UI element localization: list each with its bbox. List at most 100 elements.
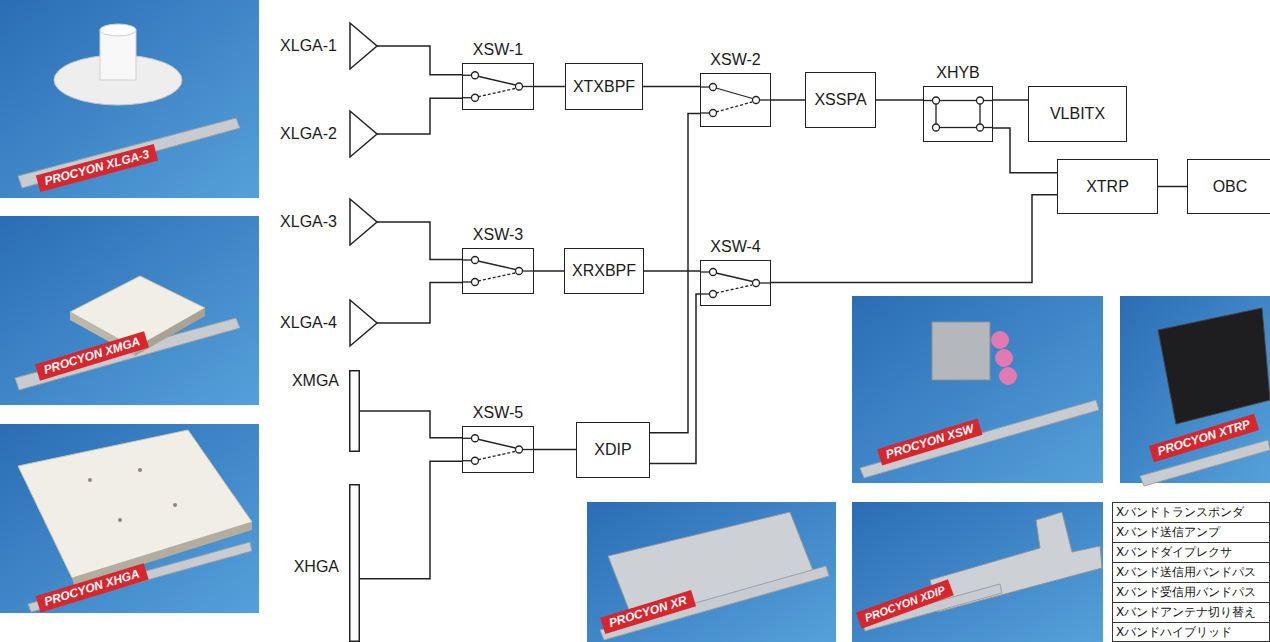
process-box: XSSPA	[805, 72, 876, 128]
symbol-line	[760, 282, 771, 283]
node-label: XSW-1	[463, 41, 533, 59]
antenna-bar	[349, 484, 360, 642]
port-circle	[977, 124, 984, 131]
symbol-line	[701, 112, 710, 113]
switch-symbol	[701, 74, 770, 126]
connector-cap	[995, 349, 1013, 367]
mount-hole	[118, 518, 122, 522]
connector	[377, 222, 462, 260]
symbol-line	[701, 86, 710, 87]
photo-tag: PROCYON XLGA-3	[36, 144, 158, 192]
connector	[534, 449, 576, 451]
photo-tag: PROCYON XSW	[877, 418, 983, 465]
symbol-line	[984, 100, 993, 101]
port-circle	[472, 257, 479, 264]
symbol-line	[716, 102, 752, 112]
symbol-line	[463, 438, 472, 439]
symbol-line	[523, 449, 534, 450]
table-cell: Xバンドアンテナ切り替え	[1112, 602, 1270, 623]
table-cell: Xバンド送信用バンドパス	[1112, 562, 1270, 583]
mount-hole	[138, 468, 142, 472]
ruler	[860, 400, 1099, 478]
port-circle	[472, 72, 479, 79]
port-circle	[472, 279, 479, 286]
node-label: XTXBPF	[573, 78, 635, 96]
node-label: XHGA	[294, 558, 339, 576]
antenna-top	[100, 24, 136, 36]
antenna-triangle	[350, 199, 377, 245]
port-circle	[472, 94, 479, 101]
symbol-line	[463, 281, 472, 282]
switch-box: XSW-4	[700, 260, 771, 306]
connector	[377, 283, 462, 324]
table-cell: Xバンドハイブリッド	[1112, 622, 1270, 642]
antenna-triangle	[349, 22, 377, 70]
connector	[360, 461, 462, 579]
node-label: XHYB	[924, 64, 992, 82]
table-cell: Xバンドダイプレクサ	[1112, 542, 1270, 563]
connector	[377, 98, 462, 134]
antenna-triangle	[350, 111, 377, 157]
node-label: XLGA-3	[280, 213, 337, 231]
connector-cap	[991, 331, 1009, 349]
switch-symbol	[463, 427, 533, 472]
transponder-body	[1158, 308, 1270, 424]
port-circle	[710, 290, 717, 297]
symbol-line	[463, 75, 472, 76]
symbol-line	[716, 273, 753, 282]
antenna-triangle	[350, 300, 377, 346]
process-box: OBC	[1187, 159, 1270, 214]
antenna-triangle	[349, 110, 377, 158]
port-circle	[710, 268, 717, 275]
symbol-line	[701, 293, 710, 294]
node-label: XMGA	[292, 372, 339, 390]
connector	[643, 86, 700, 88]
symbol-line	[716, 88, 753, 99]
port-circle	[710, 84, 717, 91]
photo-background	[0, 216, 259, 405]
antenna-triangle	[349, 198, 377, 246]
mount-hole	[88, 478, 92, 482]
antenna-bar	[350, 371, 360, 452]
connector	[876, 99, 923, 101]
ruler	[600, 566, 829, 640]
switch-symbol	[463, 249, 533, 293]
connector	[534, 270, 564, 272]
symbol-line	[478, 439, 516, 448]
antenna-triangle	[349, 299, 377, 347]
node-label: XSW-5	[463, 404, 533, 422]
node-label: XSW-4	[701, 238, 770, 256]
ruler	[28, 542, 252, 612]
photo-background	[852, 296, 1103, 483]
antenna-symbol: XLGA-1	[262, 22, 377, 70]
node-label: XRXBPF	[572, 262, 636, 280]
process-box: XDIP	[576, 422, 650, 478]
symbol-line	[478, 76, 516, 85]
connector	[1158, 186, 1187, 188]
port-circle	[933, 124, 940, 131]
connector	[534, 86, 565, 88]
process-box: XRXBPF	[564, 248, 644, 294]
antenna-symbol: XLGA-2	[262, 110, 377, 158]
port-circle	[933, 97, 940, 104]
port-circle	[472, 457, 479, 464]
node-label: VLBITX	[1050, 105, 1105, 123]
photo-background	[587, 502, 836, 642]
symbol-line	[701, 271, 710, 272]
node-label: XSSPA	[814, 91, 866, 109]
table-cell: Xバンド送信アンプ	[1112, 522, 1270, 543]
photo-tag: PROCYON XHGA	[36, 563, 149, 612]
connector	[771, 99, 805, 101]
connector	[650, 294, 700, 464]
photo-background	[852, 502, 1103, 642]
switch-symbol	[463, 64, 533, 109]
process-box: VLBITX	[1028, 86, 1127, 142]
table-cell: Xバンドトランスポンダ	[1112, 502, 1270, 523]
node-label: XDIP	[594, 441, 631, 459]
process-box: XTXBPF	[565, 63, 643, 110]
symbol-line	[463, 460, 472, 461]
port-circle	[753, 279, 760, 286]
node-label: XLGA-4	[280, 314, 337, 332]
connector	[650, 114, 700, 433]
